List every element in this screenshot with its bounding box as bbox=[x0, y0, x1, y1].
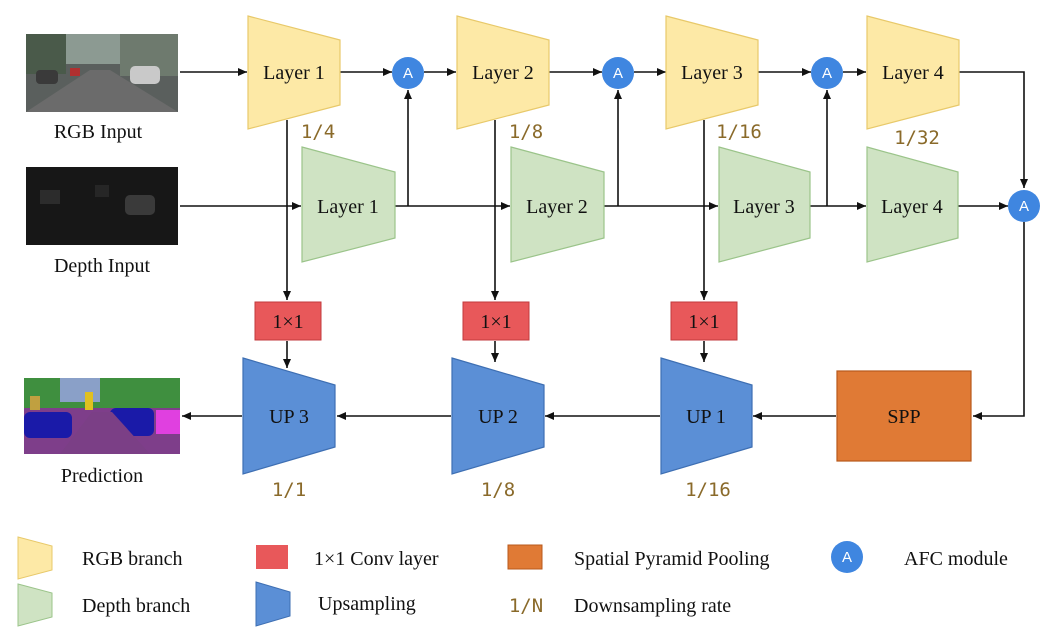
conv-1x1-3: 1×1 bbox=[670, 301, 738, 341]
depth-layer-2-label: Layer 2 bbox=[526, 196, 588, 218]
afc-module-4: A bbox=[1008, 190, 1040, 222]
rgb-layer-4: Layer 4 bbox=[866, 15, 960, 130]
afc-module-3-label: A bbox=[822, 65, 832, 82]
legend: RGB branch Depth branch 1×1 Conv layer U… bbox=[17, 536, 1008, 627]
depth-input-label: Depth Input bbox=[54, 255, 151, 277]
rgb-rate-3: 1/16 bbox=[716, 121, 762, 143]
afc-module-1: A bbox=[392, 57, 424, 89]
legend-afc-label: AFC module bbox=[904, 548, 1008, 570]
afc-module-1-label: A bbox=[403, 65, 413, 82]
rgb-layer-2-label: Layer 2 bbox=[472, 62, 534, 84]
up-block-3: UP 3 bbox=[242, 357, 336, 475]
conv-1x1-2: 1×1 bbox=[462, 301, 530, 341]
connections bbox=[180, 68, 1028, 420]
rgb-layer-3: Layer 3 bbox=[665, 15, 759, 130]
legend-depth: Depth branch bbox=[17, 583, 190, 627]
conv-1x1-1: 1×1 bbox=[254, 301, 322, 341]
up-block-2: UP 2 bbox=[451, 357, 545, 475]
depth-layer-2: Layer 2 bbox=[510, 146, 605, 263]
up-rate-3: 1/1 bbox=[272, 479, 306, 501]
depth-layer-1-label: Layer 1 bbox=[317, 196, 379, 218]
legend-rate-symbol: 1/N bbox=[509, 595, 543, 617]
legend-conv: 1×1 Conv layer bbox=[256, 545, 439, 570]
prediction-image bbox=[24, 378, 180, 454]
conv-1x1-3-label: 1×1 bbox=[688, 311, 719, 333]
legend-spp: Spatial Pyramid Pooling bbox=[507, 544, 770, 570]
spp-label: SPP bbox=[887, 406, 920, 428]
legend-afc: A AFC module bbox=[831, 541, 1008, 573]
depth-layer-3-label: Layer 3 bbox=[733, 196, 795, 218]
depth-layer-4: Layer 4 bbox=[866, 146, 959, 263]
depth-layer-1: Layer 1 bbox=[301, 146, 396, 263]
afc-module-2-label: A bbox=[613, 65, 623, 82]
legend-up: Upsampling bbox=[255, 581, 416, 627]
rgb-rate-1: 1/4 bbox=[301, 121, 335, 143]
rgb-rate-4: 1/32 bbox=[894, 127, 940, 149]
rgb-layer-1-label: Layer 1 bbox=[263, 62, 325, 84]
legend-rate-label: Downsampling rate bbox=[574, 595, 731, 617]
conv-1x1-1-label: 1×1 bbox=[272, 311, 303, 333]
legend-rate: 1/N Downsampling rate bbox=[509, 595, 731, 617]
rgb-input-image bbox=[26, 34, 178, 112]
up-rate-2: 1/8 bbox=[481, 479, 515, 501]
rgb-layer-1: Layer 1 bbox=[247, 15, 341, 130]
rgb-layer-2: Layer 2 bbox=[456, 15, 550, 130]
up-block-1-label: UP 1 bbox=[686, 406, 726, 428]
rgb-rate-2: 1/8 bbox=[509, 121, 543, 143]
up-block-1: UP 1 bbox=[660, 357, 753, 475]
afc-module-4-label: A bbox=[1019, 198, 1029, 215]
up-rate-1: 1/16 bbox=[685, 479, 731, 501]
legend-rgb-label: RGB branch bbox=[82, 548, 183, 570]
rgb-layer-4-label: Layer 4 bbox=[882, 62, 944, 84]
rgb-layer-3-label: Layer 3 bbox=[681, 62, 743, 84]
depth-layer-4-label: Layer 4 bbox=[881, 196, 943, 218]
up-block-2-label: UP 2 bbox=[478, 406, 518, 428]
rgb-input-label: RGB Input bbox=[54, 121, 143, 143]
up-block-3-label: UP 3 bbox=[269, 406, 309, 428]
legend-rgb: RGB branch bbox=[17, 536, 183, 580]
spp-block: SPP bbox=[836, 370, 972, 462]
legend-conv-label: 1×1 Conv layer bbox=[314, 548, 439, 570]
afc-module-3: A bbox=[811, 57, 843, 89]
legend-afc-symbol: A bbox=[842, 549, 852, 566]
legend-depth-label: Depth branch bbox=[82, 595, 190, 617]
prediction-label: Prediction bbox=[61, 465, 143, 487]
afc-module-2: A bbox=[602, 57, 634, 89]
legend-up-label: Upsampling bbox=[318, 593, 416, 615]
depth-input-image bbox=[26, 167, 178, 245]
conv-1x1-2-label: 1×1 bbox=[480, 311, 511, 333]
legend-spp-label: Spatial Pyramid Pooling bbox=[574, 548, 770, 570]
depth-layer-3: Layer 3 bbox=[718, 146, 811, 263]
